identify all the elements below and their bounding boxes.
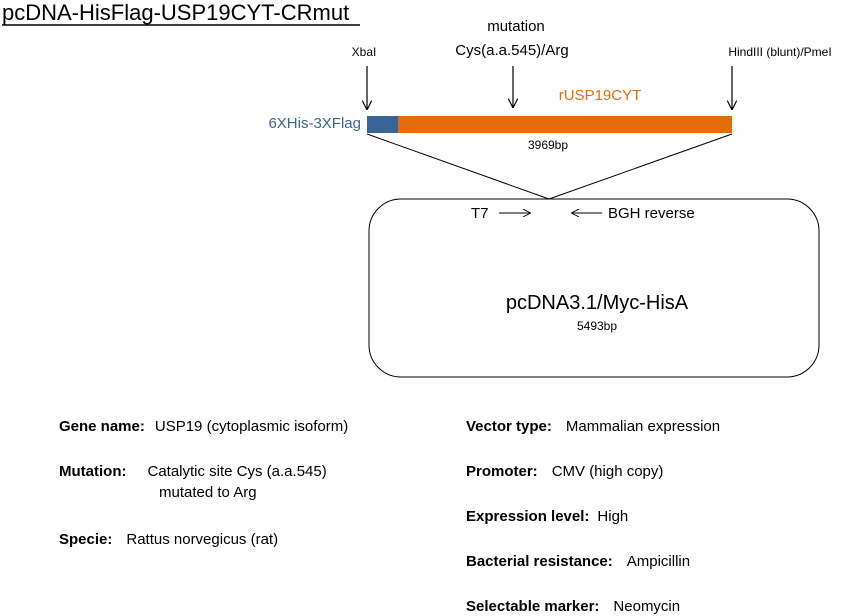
mutation-site-label: Cys(a.a.545)/Arg [455,42,568,59]
expression-level-value: High [597,508,629,525]
diagram-title: pcDNA-HisFlag-USP19CYT-CRmut [2,0,349,25]
his-flag-tag-segment [367,116,398,133]
promoter-field: Promoter: CMV (high copy) [466,463,663,480]
xbai-site-label: XbaI [352,45,377,59]
mutation-field-value-cont: mutated to Arg [159,484,257,501]
gene-name-field: Gene name: USP19 (cytoplasmic isoform) [59,418,348,435]
mutation-field-label: Mutation: [59,463,127,480]
expression-level-field: Expression level: High [466,508,628,525]
selectable-marker-field: Selectable marker: Neomycin [466,598,680,615]
insert-size-label: 3969bp [528,138,568,152]
selectable-marker-value: Neomycin [613,598,681,615]
gene-name-label: Gene name: [59,418,145,435]
vector-backbone-box [368,198,820,378]
usp19cyt-insert-segment [398,116,732,133]
specie-value: Rattus norvegicus (rat) [126,531,279,548]
selectable-marker-label: Selectable marker: [466,598,600,615]
specie-field: Specie: Rattus norvegicus (rat) [59,531,278,548]
bgh-reverse-primer-label: BGH reverse [608,205,695,222]
specie-label: Specie: [59,531,113,548]
expression-level-label: Expression level: [466,508,590,525]
vector-name: pcDNA3.1/Myc-HisA [506,292,689,314]
promoter-value: CMV (high copy) [551,463,664,480]
insert-right-connector [548,133,733,200]
mutation-label: mutation [487,18,545,35]
bacterial-resistance-value: Ampicillin [626,553,691,570]
tag-label: 6XHis-3XFlag [268,115,361,132]
mutation-field: Mutation: Catalytic site Cys (a.a.545) mu… [59,463,327,501]
vector-size-label: 5493bp [577,319,617,333]
bacterial-resistance-label: Bacterial resistance: [466,553,613,570]
hindiii-pmei-site-label: HindIII (blunt)/PmeI [728,45,831,59]
t7-primer-label: T7 [471,205,489,222]
gene-insert-label: rUSP19CYT [559,87,642,104]
vector-type-field: Vector type: Mammalian expression [466,418,720,435]
bacterial-resistance-field: Bacterial resistance: Ampicillin [466,553,690,570]
vector-type-label: Vector type: [466,418,552,435]
mutation-field-value: Catalytic site Cys (a.a.545) [147,463,327,480]
vector-type-value: Mammalian expression [565,418,721,435]
gene-name-value: USP19 (cytoplasmic isoform) [154,418,349,435]
insert-left-connector [366,133,550,200]
promoter-label: Promoter: [466,463,538,480]
